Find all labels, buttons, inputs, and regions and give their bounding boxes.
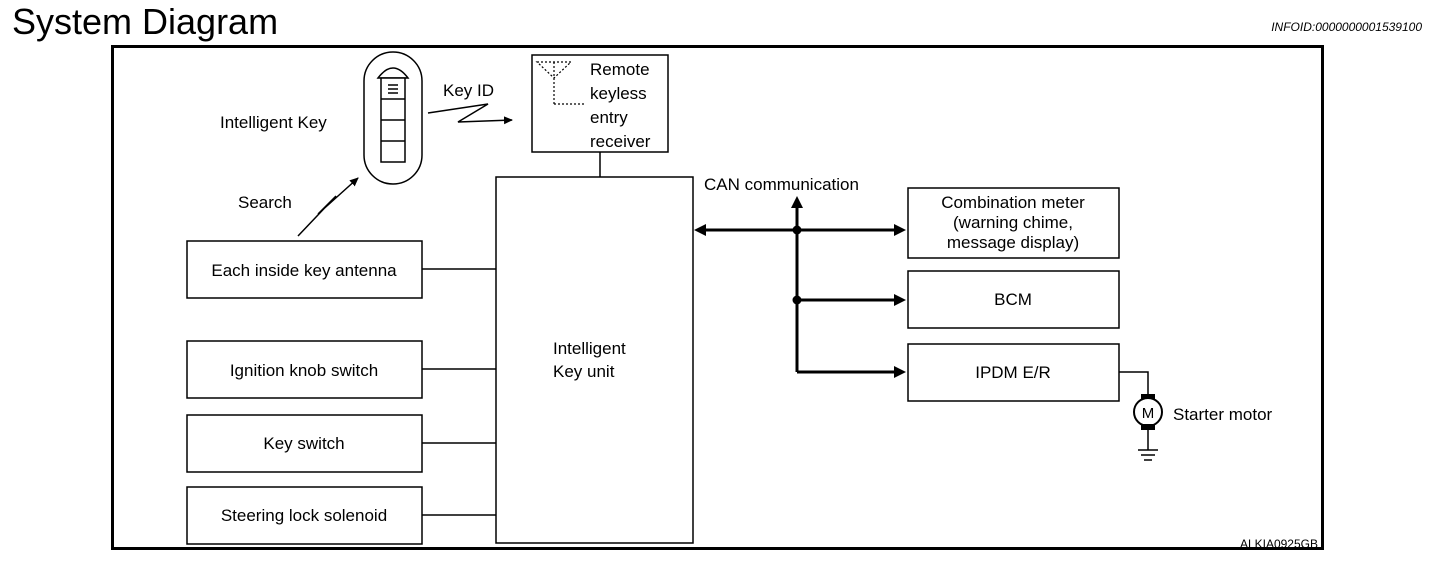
key-unit-line-1: Intelligent bbox=[553, 339, 626, 358]
inside-antenna-label: Each inside key antenna bbox=[211, 261, 397, 280]
intelligent-key-label: Intelligent Key bbox=[220, 113, 327, 132]
remote-receiver-line-4: receiver bbox=[590, 132, 651, 151]
starter-motor-label: Starter motor bbox=[1173, 405, 1273, 424]
intelligent-key-unit-box bbox=[495, 176, 694, 544]
can-bus bbox=[694, 196, 906, 378]
combination-meter-box bbox=[907, 187, 1120, 259]
page-title: System Diagram bbox=[12, 1, 279, 42]
figure-code: ALKIA0925GB bbox=[1240, 537, 1318, 551]
inside-antenna-box bbox=[186, 240, 423, 299]
key-id-wireless-arrow bbox=[427, 103, 513, 125]
info-id: INFOID:0000000001539100 bbox=[1271, 20, 1422, 34]
steering-lock-box bbox=[186, 486, 423, 545]
combination-meter-line-2: (warning chime, bbox=[953, 213, 1073, 232]
ipdm-label: IPDM E/R bbox=[975, 363, 1051, 382]
antenna-icon bbox=[535, 61, 584, 105]
remote-receiver-line-3: entry bbox=[590, 108, 628, 127]
search-label: Search bbox=[238, 193, 292, 212]
intelligent-key-fob-icon bbox=[363, 51, 423, 185]
ground-icon bbox=[1138, 449, 1158, 461]
diagram-frame bbox=[111, 45, 1324, 550]
key-unit-line-2: Key unit bbox=[553, 362, 615, 381]
ignition-switch-box bbox=[186, 340, 423, 399]
combination-meter-line-3: message display) bbox=[947, 233, 1079, 252]
combination-meter-line-1: Combination meter bbox=[941, 193, 1085, 212]
key-id-label: Key ID bbox=[443, 81, 494, 100]
steering-lock-label: Steering lock solenoid bbox=[221, 506, 387, 525]
starter-motor-icon bbox=[1133, 394, 1163, 450]
search-wireless-arrow bbox=[297, 177, 359, 237]
motor-symbol: M bbox=[1142, 405, 1155, 422]
bcm-box bbox=[907, 270, 1120, 329]
bcm-label: BCM bbox=[994, 290, 1032, 309]
can-label: CAN communication bbox=[704, 175, 859, 194]
remote-receiver-line-2: keyless bbox=[590, 84, 647, 103]
key-switch-label: Key switch bbox=[263, 434, 344, 453]
remote-receiver-line-1: Remote bbox=[590, 60, 650, 79]
ipdm-to-motor-wire bbox=[1119, 371, 1149, 396]
ipdm-box bbox=[907, 343, 1120, 402]
ignition-switch-label: Ignition knob switch bbox=[230, 361, 378, 380]
